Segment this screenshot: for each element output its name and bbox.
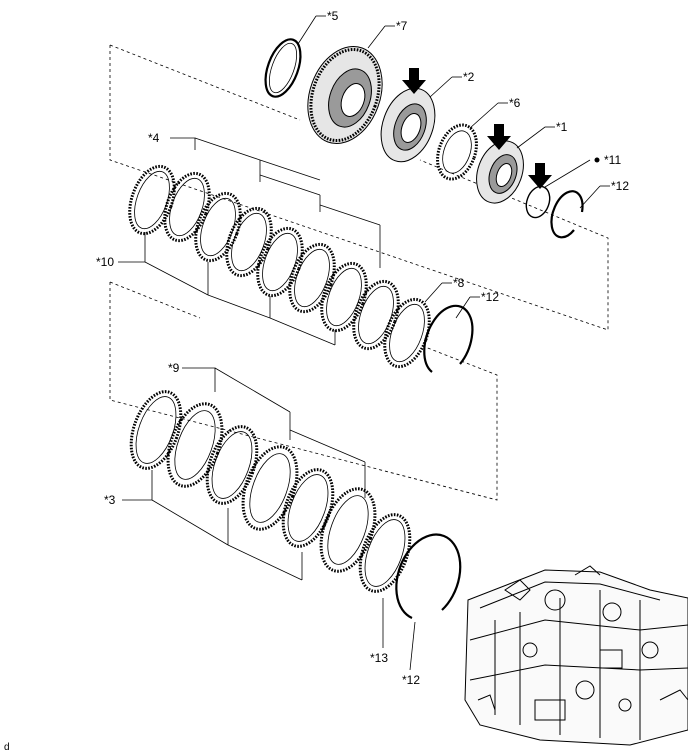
install-arrow-icon [402, 68, 426, 94]
part-6-ring [436, 123, 478, 181]
lower-brackets [122, 367, 366, 581]
label-part-12-middle: *12 [481, 290, 499, 304]
lower-clutch-pack [129, 390, 412, 593]
part-5-ring [264, 38, 302, 98]
label-part-6: *6 [509, 96, 521, 110]
upper-frame-top [109, 44, 301, 121]
part-2-piston [380, 87, 436, 163]
alignment-frames [109, 44, 609, 501]
label-part-11: *11 [604, 153, 621, 167]
install-arrow-icon-2 [487, 124, 511, 150]
label-part-7: *7 [396, 19, 408, 33]
install-arrow-icon-3 [528, 163, 552, 189]
label-part-5: *5 [327, 9, 339, 23]
part-11-o-ring [525, 185, 551, 219]
label-part-4: *4 [148, 131, 160, 145]
part-5-ring-inner [268, 42, 298, 94]
label-part-8: *8 [453, 276, 465, 290]
label-part-12-lower: *12 [402, 673, 420, 687]
part-labels: *5 *7 *2 *6 *1 *11 *12 *4 *10 *8 *12 *9 … [4, 9, 629, 753]
label-part-13: *13 [370, 651, 388, 665]
part-12-snap-ring-lower [395, 533, 462, 620]
label-part-9: *9 [168, 361, 180, 375]
label-part-12-upper: *12 [611, 179, 629, 193]
part-1-spring-retainer [476, 140, 524, 204]
upper-brackets [118, 137, 381, 346]
leader-lines [297, 15, 610, 671]
label-part-2: *2 [463, 70, 475, 84]
label-part-3: *3 [104, 493, 116, 507]
part-6-ring-inner [442, 130, 472, 174]
lower-frame-top [109, 281, 201, 319]
new-part-dot-icon [594, 157, 600, 163]
figure-corner-code: d [4, 742, 10, 753]
label-part-1: *1 [556, 120, 568, 134]
transaxle-case-icon [464, 565, 688, 746]
part-12-snap-ring-middle [423, 304, 474, 373]
part-7-clutch-drum [307, 46, 383, 144]
part-12-snap-ring-upper [550, 190, 584, 239]
upper-clutch-pack [128, 164, 431, 369]
lower-frame [109, 282, 498, 501]
label-part-10: *10 [96, 255, 114, 269]
